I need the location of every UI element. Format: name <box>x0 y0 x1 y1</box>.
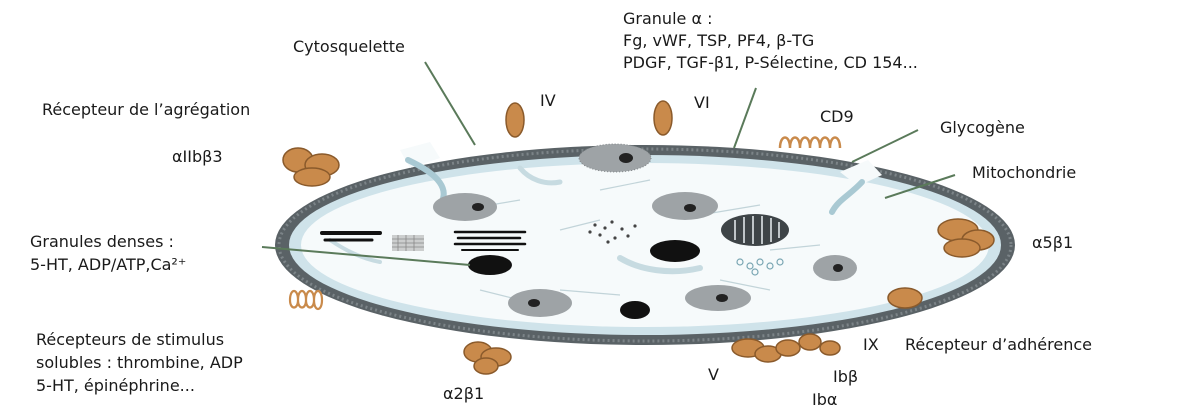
label-granule-alpha-line1: Fg, vWF, TSP, PF4, β-TG <box>623 31 814 50</box>
label-cd9: CD9 <box>820 107 854 126</box>
leader-granule-alpha <box>734 88 756 148</box>
leader-cytosquelette <box>425 62 475 145</box>
receptor-right-small <box>888 288 922 308</box>
alpha-granule <box>508 289 572 317</box>
dense-granule <box>620 301 650 319</box>
receptor-vi <box>654 101 672 135</box>
leader-glycogene <box>852 130 918 162</box>
label-v: V <box>708 365 719 384</box>
receptor-a2b1 <box>464 342 511 374</box>
receptor-stimulus <box>290 291 322 309</box>
label-cytosquelette: Cytosquelette <box>293 37 405 56</box>
label-mitochondrie: Mitochondrie <box>972 163 1076 182</box>
label-vi: VI <box>694 93 710 112</box>
label-iv: IV <box>540 91 556 110</box>
mitochondrion <box>721 214 789 246</box>
label-recepteurs-stimulus-line2: solubles : thrombine, ADP <box>36 353 243 372</box>
alpha-granule <box>685 285 751 311</box>
receptor-iv <box>506 103 524 137</box>
label-granules-denses-line2: 5-HT, ADP/ATP,Ca²⁺ <box>30 255 186 274</box>
alpha-granule <box>652 192 718 220</box>
label-ix: IX <box>863 335 879 354</box>
label-granule-alpha-title: Granule α : <box>623 9 712 28</box>
dense-granule <box>468 255 512 275</box>
label-granule-alpha-line2: PDGF, TGF-β1, P-Sélectine, CD 154... <box>623 53 918 72</box>
alpha-granule <box>579 144 651 172</box>
label-ib-beta: Ibβ <box>833 367 858 386</box>
receptor-aiibb3 <box>283 148 339 186</box>
label-recepteur-adherence: Récepteur d’adhérence <box>905 335 1092 354</box>
receptor-cd9 <box>780 138 840 149</box>
label-granules-denses-line1: Granules denses : <box>30 232 174 251</box>
dense-granule <box>650 240 700 262</box>
label-recepteurs-stimulus-line3: 5-HT, épinéphrine... <box>36 376 195 395</box>
glycogen-patch <box>392 235 424 251</box>
label-recepteur-agregation: Récepteur de l’agrégation <box>42 100 250 119</box>
label-a2b1: α2β1 <box>443 384 484 403</box>
alpha-granule <box>813 255 857 281</box>
label-recepteurs-stimulus-line1: Récepteurs de stimulus <box>36 330 224 349</box>
platelet-cell <box>275 142 1015 345</box>
alpha-granule <box>433 193 497 221</box>
label-aiibb3: αIIbβ3 <box>172 147 223 166</box>
label-glycogene: Glycogène <box>940 118 1025 137</box>
label-a5b1: α5β1 <box>1032 233 1073 252</box>
label-ib-alpha: Ibα <box>812 390 837 409</box>
